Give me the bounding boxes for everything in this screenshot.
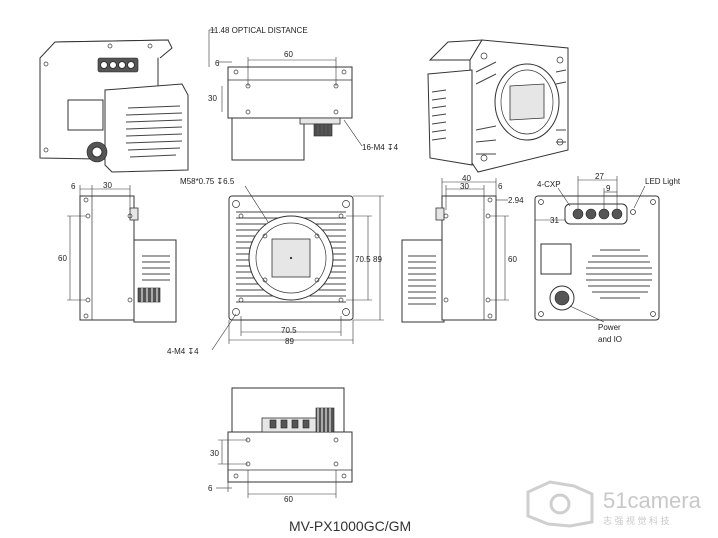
led-light	[630, 209, 636, 215]
iso-view-rear	[39, 39, 189, 173]
bottom-view-connectors	[261, 407, 335, 433]
front-screw-label: 4-M4 ↧4	[167, 347, 199, 356]
back-31-label: 31	[550, 216, 559, 225]
left-height-label: 60	[58, 254, 67, 263]
power-label: Power	[598, 323, 621, 332]
back-vent	[586, 249, 652, 299]
right-30-label: 30	[460, 182, 469, 191]
right-side-fins	[408, 255, 436, 305]
front-v89-label: 89	[373, 255, 382, 264]
front-view	[211, 185, 384, 351]
led-label: LED Light	[645, 177, 681, 186]
top-width-label: 60	[284, 50, 293, 59]
right-60-label: 60	[508, 255, 517, 264]
top-view-connector	[313, 123, 333, 137]
iso-front-fins	[431, 61, 567, 155]
top-height-label: 30	[208, 94, 217, 103]
back-9-label: 9	[606, 184, 611, 193]
back-view	[534, 176, 660, 323]
right-40-label: 40	[462, 174, 471, 183]
iso-rear-grill	[125, 105, 183, 158]
front-v705-label: 70.5	[355, 255, 371, 264]
mount-label: M58*0.75 ↧6.5	[180, 177, 235, 186]
top-screw-label: 16-M4 ↧4	[362, 143, 399, 152]
watermark-subtitle: 志 强 视 觉 科 技	[603, 515, 670, 526]
left-side-view	[67, 185, 177, 323]
right-294-label: 2.94	[508, 196, 524, 205]
left-offset-label: 6	[71, 182, 76, 191]
bottom-view	[216, 387, 353, 498]
power-io-label: and IO	[598, 335, 622, 344]
top-view	[208, 29, 363, 161]
top-offset-label: 6	[215, 59, 220, 68]
optical-distance-label: 11.48 OPTICAL DISTANCE	[210, 26, 308, 35]
watermark-brand: 51camera	[603, 488, 702, 513]
bottom-6-label: 6	[208, 484, 213, 493]
bottom-30-label: 30	[210, 449, 219, 458]
watermark-logo	[526, 480, 594, 528]
left-width-label: 30	[103, 181, 112, 190]
left-side-fins	[142, 255, 170, 281]
bottom-60-label: 60	[284, 495, 293, 504]
back-27-label: 27	[595, 172, 604, 181]
front-h89-label: 89	[285, 337, 294, 346]
iso-view-front	[427, 39, 569, 173]
watermark: 51camera 志 强 视 觉 科 技	[526, 480, 702, 528]
dimension-labels: 11.48 OPTICAL DISTANCE 60 6 30 16-M4 ↧4 …	[58, 26, 681, 504]
right-6-label: 6	[498, 182, 503, 191]
right-side-view	[401, 178, 509, 323]
model-title: MV-PX1000GC/GM	[289, 518, 411, 534]
cxp-label: 4-CXP	[537, 180, 561, 189]
front-h705-label: 70.5	[281, 326, 297, 335]
left-side-connector	[137, 287, 161, 303]
